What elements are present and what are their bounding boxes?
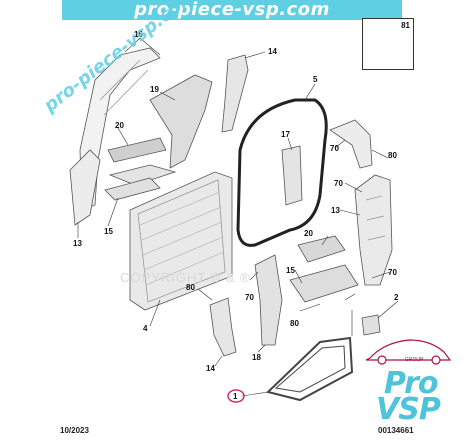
watermark-banner — [62, 0, 402, 20]
leader-lines — [77, 37, 399, 397]
label-13-right: 13 — [331, 206, 340, 215]
label-70-right: 70 — [388, 268, 397, 277]
label-1: 1 — [233, 392, 238, 401]
label-20-right: 20 — [304, 229, 313, 238]
label-5: 5 — [313, 75, 318, 84]
label-70-mid: 70 — [334, 179, 343, 188]
label-15-left: 15 — [104, 227, 113, 236]
label-4: 4 — [143, 324, 148, 333]
part-14-top-bracket — [221, 54, 249, 133]
label-18: 18 — [252, 353, 261, 362]
label-80-left: 80 — [186, 283, 195, 292]
part-13-left — [69, 149, 101, 226]
part-20-plate — [107, 137, 177, 186]
part-1-highlight — [227, 389, 245, 403]
logo-pro: Pro — [384, 366, 438, 401]
part-20-right — [297, 235, 346, 263]
part-18-post — [254, 254, 283, 346]
part-1-window — [266, 336, 354, 402]
label-20-left: 20 — [115, 121, 124, 130]
footer-reference: 00134661 — [378, 426, 414, 435]
logo-vsp: VSP — [376, 392, 441, 427]
label-14-bottom: 14 — [206, 364, 215, 373]
part-17-bracket — [281, 145, 303, 206]
label-14-top: 14 — [268, 47, 277, 56]
label-70-top: 70 — [330, 144, 339, 153]
watermark-copyright: COPYRIGHT © & ® — [120, 270, 251, 285]
car-logo-icon — [365, 339, 452, 365]
label-13-left: 13 — [73, 239, 82, 248]
footer-date: 10/2023 — [60, 426, 89, 435]
label-19: 19 — [150, 85, 159, 94]
part-14-bottom-bracket — [209, 297, 237, 357]
part-15-right — [289, 264, 359, 303]
part-15-bracket — [104, 177, 161, 201]
part-2-clip — [361, 314, 381, 336]
label-81: 81 — [401, 21, 410, 30]
label-17: 17 — [281, 130, 290, 139]
part-4-panel — [129, 171, 233, 311]
part-81-inset: 81 — [362, 18, 414, 70]
part-19-trim — [149, 74, 213, 169]
label-80-bottom: 80 — [290, 319, 299, 328]
part-70-top-right — [329, 119, 373, 169]
label-2: 2 — [394, 293, 399, 302]
logo-group-text: GROUP — [405, 357, 424, 363]
watermark-banner-text: pro-piece-vsp.com — [134, 0, 330, 20]
label-15-right: 15 — [286, 266, 295, 275]
label-16: 16 — [134, 30, 143, 39]
part-13-right — [354, 174, 393, 286]
label-70-center: 70 — [245, 293, 254, 302]
part-5-seal — [236, 98, 328, 247]
label-80-top: 80 — [388, 151, 397, 160]
